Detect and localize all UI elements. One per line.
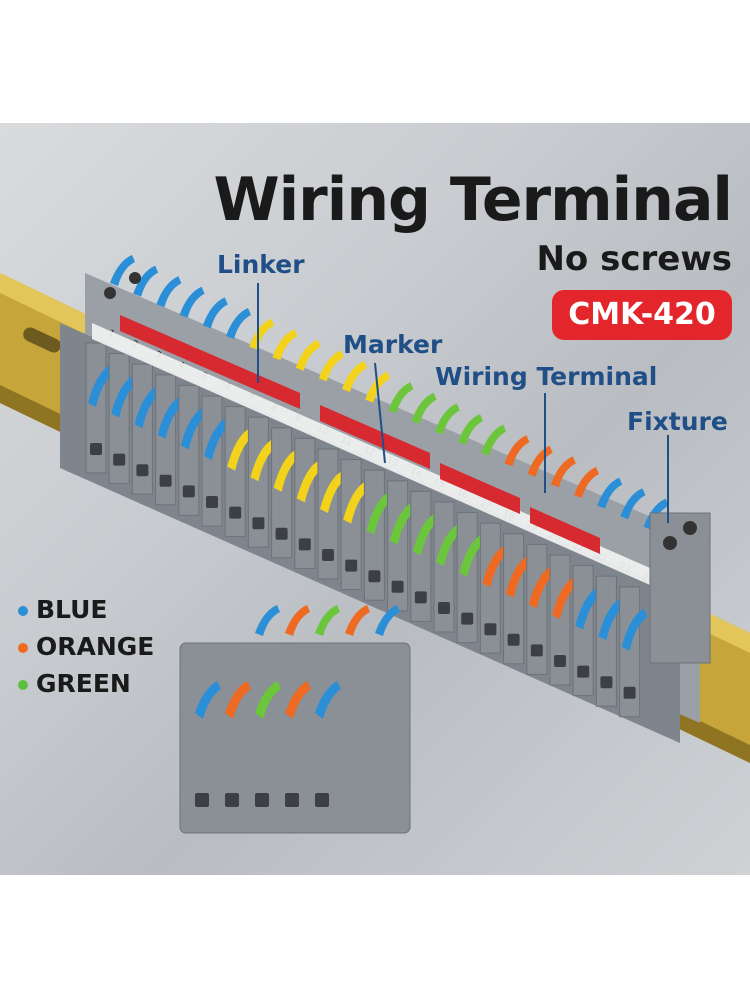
terminal-lever [505,555,532,598]
green-dot-icon [18,680,28,690]
callout-linker: Linker [217,250,305,279]
terminal-lever [202,297,228,329]
terminal-lever [528,566,555,609]
terminal-lever [550,456,576,488]
callout-fixture: Fixture [627,407,728,436]
small-terminal-block [179,605,411,834]
terminal-lever [388,382,414,414]
small-block-lever [285,681,311,719]
terminal-lever [249,318,275,350]
page-title: Wiring Terminal [213,165,733,235]
terminal-lever [366,492,393,535]
marker-strip [92,323,650,585]
terminal-lever [296,460,323,503]
terminal-lever [227,428,254,471]
orange-dot-icon [18,643,28,653]
terminal-lever [412,513,439,556]
small-block-lever [315,605,340,636]
product-image: 123456789101112131415161718192021222324 … [0,123,750,875]
terminal-lever [459,534,486,577]
terminal-lever [482,545,509,588]
blue-dot-icon [18,606,28,616]
terminal-lever [110,255,135,286]
terminal-lever [156,276,182,308]
legend-blue: BLUE [18,595,107,624]
terminal-lever [320,471,346,513]
terminal-lever [180,407,207,450]
terminal-lever [504,435,530,467]
terminal-lever [318,350,344,382]
terminal-lever [134,386,161,429]
terminal-strip: 123456789101112131415161718192021222324 [60,255,711,743]
small-block-lever [345,605,370,636]
terminal-lever [598,598,625,641]
small-block-lever [315,681,341,719]
terminal-illustration: 123456789101112131415161718192021222324 [0,255,750,834]
small-block-lever [255,681,281,719]
terminal-lever [273,449,300,492]
terminal-lever [157,396,184,439]
terminal-lever [527,445,553,477]
terminal-lever [295,339,321,371]
terminal-lever [575,587,602,630]
terminal-lever [574,467,599,498]
terminal-lever [434,403,460,435]
terminal-lever [133,265,159,297]
terminal-lever [411,392,437,424]
terminal-lever [481,424,507,456]
terminal-lever [621,608,648,651]
linker-bar [320,405,430,469]
terminal-lever [204,418,230,460]
terminal-lever [620,488,646,520]
terminal-lever [458,414,483,445]
model-badge: CMK-420 [552,290,732,340]
terminal-lever [597,477,623,509]
callout-wiring-terminal: Wiring Terminal [435,362,658,391]
subtitle: No screws [536,239,732,279]
legend-orange: ORANGE [18,632,154,661]
terminal-lever [389,502,416,545]
legend-green: GREEN [18,669,131,698]
terminal-lever [179,286,205,318]
terminal-lever [343,481,370,524]
terminal-lever [342,361,367,392]
terminal-lever [250,439,277,482]
terminal-lever [552,577,578,619]
terminal-lever [272,329,298,361]
fixture-end-stop [649,512,711,664]
linker-bar [120,315,300,409]
linker-bar [440,463,520,514]
terminal-lever [226,308,251,339]
linker-bar [530,507,600,554]
callout-marker: Marker [343,330,443,359]
terminal-lever [88,365,114,407]
small-block-lever [195,681,221,719]
small-block-lever [255,605,280,636]
terminal-lever [111,375,138,418]
small-block-lever [225,681,251,719]
small-block-lever [285,605,310,636]
small-block-lever [375,605,400,636]
terminal-lever [436,524,462,566]
